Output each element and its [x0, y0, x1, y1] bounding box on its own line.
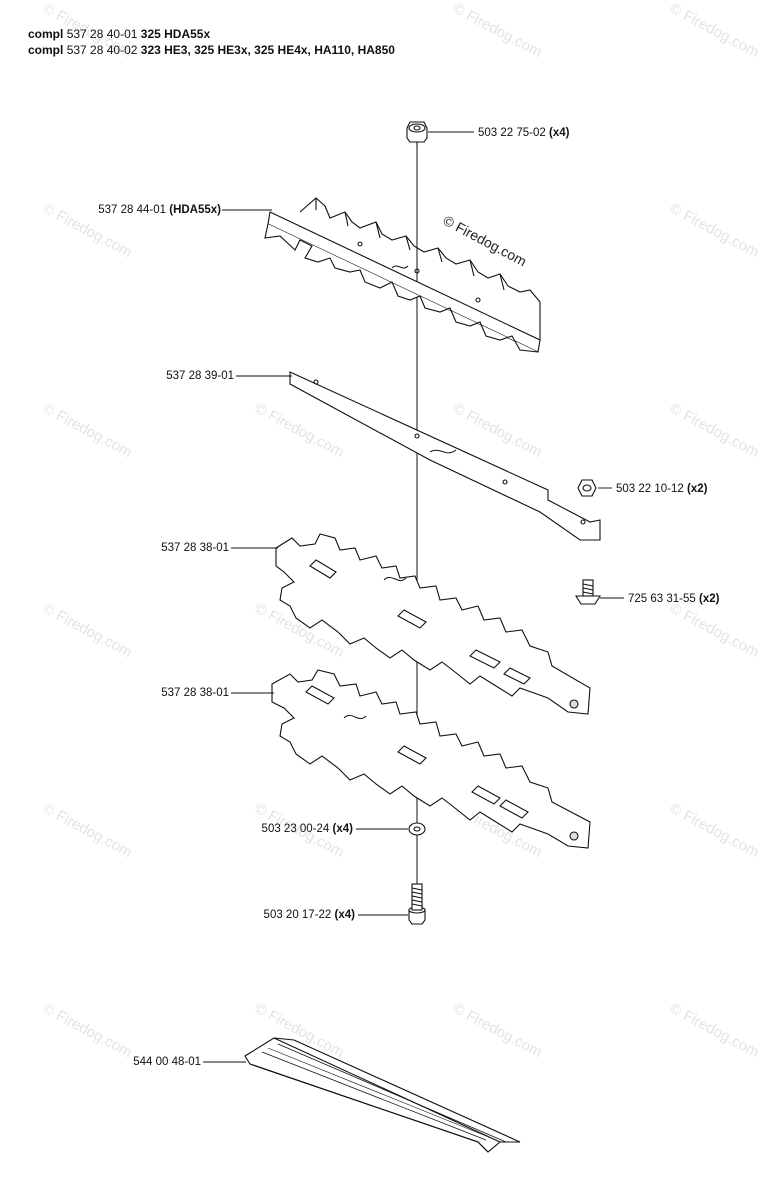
leader-lines — [203, 131, 624, 1063]
part-label-537-28-44-01: 537 28 44-01 (HDA55x) — [98, 204, 221, 216]
kit-line-2: compl 537 28 40-02 323 HE3, 325 HE3x, 32… — [28, 43, 395, 57]
countersunk-screw-icon — [575, 579, 601, 605]
part-label-503-22-10-12: 503 22 10-12 (x2) — [616, 483, 708, 495]
part-label-537-28-38-01-upper: 537 28 38-01 — [161, 542, 229, 554]
kit-header: compl 537 28 40-01 325 HDA55x compl 537 … — [28, 26, 395, 58]
part-label-503-23-00-24: 503 23 00-24 (x4) — [261, 823, 353, 835]
part-label-725-63-31-55: 725 63 31-55 (x2) — [628, 593, 720, 605]
spacer-bar-icon — [289, 371, 601, 541]
part-label-537-28-38-01-lower: 537 28 38-01 — [161, 687, 229, 699]
part-label-503-22-75-02: 503 22 75-02 (x4) — [478, 127, 570, 139]
washer-icon — [408, 822, 426, 836]
cutting-blade-lower-icon — [271, 669, 591, 849]
flange-nut-icon — [406, 121, 428, 146]
part-label-503-20-17-22: 503 20 17-22 (x4) — [263, 909, 355, 921]
blade-guard-icon — [244, 1037, 521, 1153]
hex-nut-icon — [577, 479, 597, 497]
bolt-icon — [408, 883, 426, 925]
cutting-blade-upper-icon — [275, 533, 591, 715]
kit-line-1: compl 537 28 40-01 325 HDA55x — [28, 27, 211, 41]
part-label-537-28-39-01: 537 28 39-01 — [166, 370, 234, 382]
part-label-544-00-48-01: 544 00 48-01 — [133, 1056, 201, 1068]
upper-blade-hda55x-icon — [264, 197, 541, 353]
